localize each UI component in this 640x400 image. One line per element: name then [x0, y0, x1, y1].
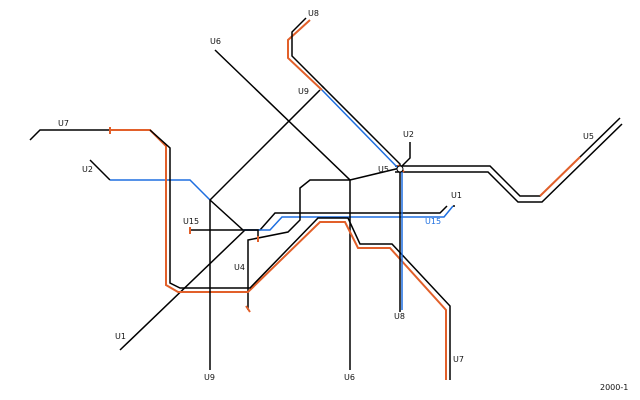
line-u5: [395, 117, 623, 203]
label-u7-south: U7: [453, 355, 464, 364]
label-u8-north: U8: [308, 9, 319, 18]
line-u6: [214, 49, 351, 370]
label-u9-north: U9: [298, 87, 309, 96]
line-u9: [209, 89, 321, 370]
line-u8: [287, 17, 403, 312]
label-u1-east: U1: [451, 191, 462, 200]
interchange-u5: [396, 165, 404, 173]
label-u15-west: U15: [183, 217, 199, 226]
label-u2-north: U2: [403, 130, 414, 139]
line-u2: [89, 142, 411, 240]
label-u2-west: U2: [82, 165, 93, 174]
label-u6-north: U6: [210, 37, 221, 46]
label-u5-center: U5: [378, 165, 389, 174]
line-u15: [190, 205, 455, 231]
label-u5-east: U5: [583, 132, 594, 141]
label-u15-east: U15: [425, 217, 441, 226]
year-label: 2000-1: [600, 383, 628, 392]
label-u4: U4: [234, 263, 245, 272]
label-u6-south: U6: [344, 373, 355, 382]
label-u8-south: U8: [394, 312, 405, 321]
line-u1: [119, 205, 448, 351]
label-u1-south: U1: [115, 332, 126, 341]
line-u4: [247, 167, 401, 310]
label-u9-south: U9: [204, 373, 215, 382]
label-u7-west: U7: [58, 119, 69, 128]
